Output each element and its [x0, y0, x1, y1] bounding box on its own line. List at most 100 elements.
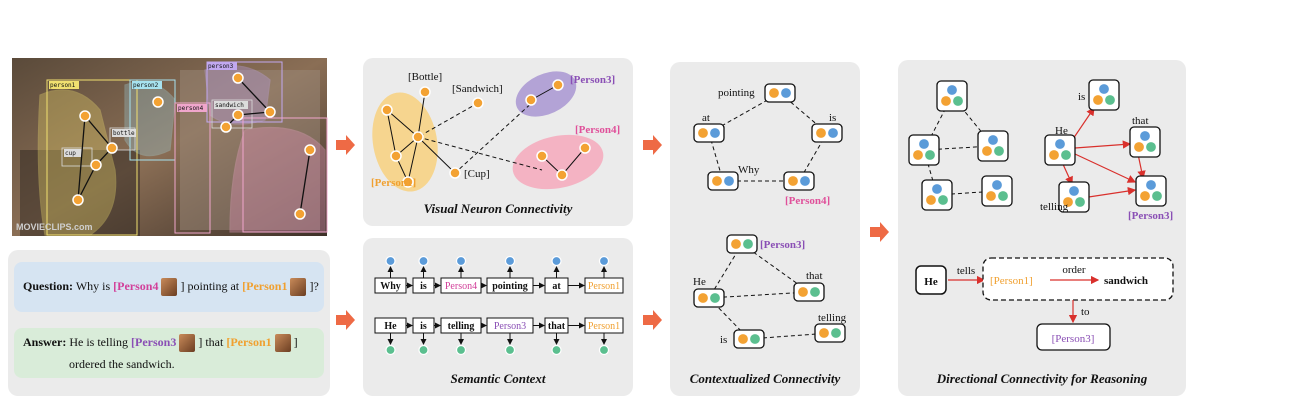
- flow-he-box: [915, 265, 947, 295]
- person1-label: [Person1]: [371, 177, 416, 189]
- box-tag-bottle: bottle: [113, 130, 135, 137]
- answer-label: Answer:: [23, 335, 67, 349]
- contextualized-panel: [670, 62, 860, 396]
- ctx-person4-label: [Person4]: [785, 195, 830, 207]
- question-text-3: ]?: [309, 279, 319, 293]
- rea-telling-label: telling: [1040, 201, 1069, 213]
- bottle-label: [Bottle]: [408, 71, 442, 83]
- semantic-context-caption: Semantic Context: [451, 371, 546, 386]
- row1-token: at: [552, 281, 561, 292]
- watermark: MOVIECLIPS.com: [16, 222, 93, 232]
- person3-thumbnail: [179, 334, 196, 353]
- ctx-person3-label: [Person3]: [760, 239, 805, 251]
- rea-that-label: that: [1132, 115, 1149, 127]
- keypoint: [72, 194, 84, 206]
- answer-text-3: ]: [293, 335, 298, 349]
- box-tag-person2: person2: [133, 82, 159, 89]
- person4-label: [Person4]: [575, 124, 620, 136]
- semantic-row-2: He is telling Person3 that Person1: [374, 317, 624, 356]
- row1-neuron: [598, 255, 610, 267]
- reasoning-nodes: [908, 79, 1167, 213]
- person2-mask: [124, 81, 176, 157]
- answer-tag-person1: [Person1: [226, 335, 272, 349]
- flow-person1-label: [Person1]: [990, 275, 1033, 287]
- question-label: Question:: [23, 279, 74, 293]
- flow-arrow-icon: [643, 135, 662, 155]
- ctx-telling-label: telling: [818, 312, 847, 324]
- semantic-row-1: Why is Person4 pointing at Person1: [374, 255, 624, 294]
- question-text-2: ] pointing at: [180, 279, 240, 293]
- row2-neuron: [418, 344, 429, 356]
- row2-neuron: [551, 344, 562, 356]
- answer-tag-person3: [Person3: [131, 335, 177, 349]
- flow-arrow-icon: [336, 135, 355, 155]
- question-box: Question: Why is [Person4] pointing at […: [14, 262, 324, 312]
- row1-neuron: [385, 255, 396, 267]
- row2-token: telling: [448, 321, 475, 332]
- row1-token: pointing: [492, 281, 528, 292]
- flow-arrow-icon: [643, 310, 662, 330]
- keypoint: [106, 142, 118, 154]
- row1-neuron: [455, 255, 467, 267]
- person3-label: [Person3]: [570, 74, 615, 86]
- scene-image: person1 person2 person3 person4 bottle s…: [12, 58, 328, 236]
- box-tag-person1: person1: [50, 82, 76, 89]
- answer-box: Answer: He is telling [Person3] that [Pe…: [14, 328, 324, 378]
- cup-label: [Cup]: [464, 168, 490, 180]
- keypoint: [294, 208, 306, 220]
- flow-tells-label: tells: [957, 265, 975, 277]
- person1-mask: [37, 89, 117, 236]
- person4-thumbnail: [161, 278, 178, 297]
- keypoint: [232, 109, 244, 121]
- person1-thumbnail: [290, 278, 307, 297]
- keypoint: [232, 72, 244, 84]
- keypoint: [264, 106, 276, 118]
- question-tag-person1: [Person1: [242, 279, 288, 293]
- box-tag-person3: person3: [208, 63, 234, 70]
- row2-token: that: [548, 321, 566, 332]
- keypoint: [152, 96, 164, 108]
- ctx-why-label: Why: [738, 164, 760, 176]
- answer-text-4: ordered the sandwich.: [69, 357, 175, 371]
- row1-token: Person1: [588, 281, 620, 292]
- flow-clause-box: [982, 257, 1174, 301]
- row2-token: is: [420, 321, 427, 332]
- keypoint: [220, 121, 232, 133]
- context-nodes: [693, 83, 846, 349]
- contextualized-caption: Contextualized Connectivity: [690, 371, 841, 386]
- ctx-that-label: that: [806, 270, 823, 282]
- row2-neuron: [455, 344, 467, 356]
- row2-token: Person1: [588, 321, 620, 332]
- row1-token: is: [420, 281, 427, 292]
- row1-token: Person4: [445, 281, 477, 292]
- keypoint: [90, 159, 102, 171]
- question-text-1: Why is: [75, 279, 111, 293]
- flow-person3-box: [1036, 323, 1111, 351]
- person4-mask: [229, 126, 326, 233]
- reasoning-caption: Directional Connectivity for Reasoning: [936, 371, 1148, 386]
- row2-token: Person3: [494, 321, 526, 332]
- row2-token: He: [384, 321, 397, 332]
- flow-order-label: order: [1062, 264, 1086, 276]
- box-tag-sandwich: sandwich: [215, 102, 244, 109]
- ctx-is-label: is: [829, 112, 836, 124]
- rea-he-label: He: [1055, 125, 1068, 137]
- box-tag-cup: cup: [65, 150, 76, 157]
- ctx-he-label: He: [693, 276, 706, 288]
- row2-neuron: [504, 344, 516, 356]
- rea-person3-label: [Person3]: [1128, 210, 1173, 222]
- rea-is-label: is: [1078, 91, 1085, 103]
- flow-sandwich-label: sandwich: [1104, 275, 1148, 287]
- row1-neuron: [504, 255, 516, 267]
- flow-person3-label: [Person3]: [1052, 333, 1095, 345]
- keypoint: [304, 144, 316, 156]
- reasoning-panel: [898, 60, 1186, 396]
- flow-to-label: to: [1081, 306, 1090, 318]
- row2-neuron: [385, 344, 396, 356]
- row1-neuron: [418, 255, 429, 267]
- person1-thumbnail-2: [274, 334, 291, 353]
- answer-text-1: He is telling: [69, 335, 128, 349]
- row1-token: Why: [380, 281, 401, 292]
- ctx-is2-label: is: [720, 334, 727, 346]
- flow-he-label: He: [924, 276, 938, 288]
